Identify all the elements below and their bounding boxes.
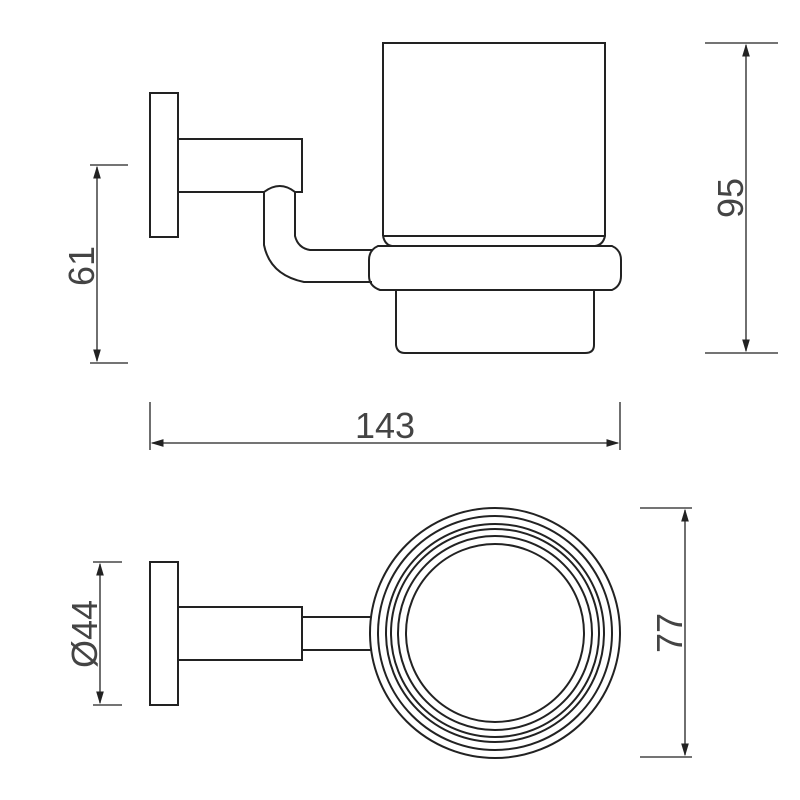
dimension-labels: 61 95 143 Ø44 77 (61, 178, 751, 668)
label-143: 143 (355, 405, 415, 446)
arm-side (178, 138, 303, 193)
wall-plate-top (149, 561, 179, 706)
label-diameter-44: Ø44 (64, 600, 105, 668)
label-61: 61 (61, 246, 102, 286)
dim-143-ext (149, 402, 621, 450)
dim-95-ext (705, 42, 778, 354)
glass-cup (382, 42, 606, 247)
dimension-lines (90, 42, 778, 758)
dim-61-ext (90, 164, 128, 364)
ring-3 (385, 523, 605, 743)
ring-inner (405, 543, 585, 723)
elbow-outer (263, 192, 372, 283)
dim-77-ext (640, 507, 692, 758)
label-95: 95 (710, 178, 751, 218)
cup-base (395, 290, 595, 354)
wall-plate-side (149, 92, 179, 238)
elbow-inner (263, 185, 372, 251)
thin-arm-top (302, 616, 372, 651)
arm-top (177, 606, 303, 661)
label-77: 77 (649, 613, 690, 653)
ring-5 (397, 535, 593, 731)
ring-2 (377, 515, 613, 751)
ring-4 (390, 528, 600, 738)
side-view (149, 42, 622, 354)
ring-outer (369, 507, 621, 759)
holder-ring-side (368, 245, 622, 291)
dim-44-ext (93, 561, 122, 706)
top-view (149, 507, 621, 759)
